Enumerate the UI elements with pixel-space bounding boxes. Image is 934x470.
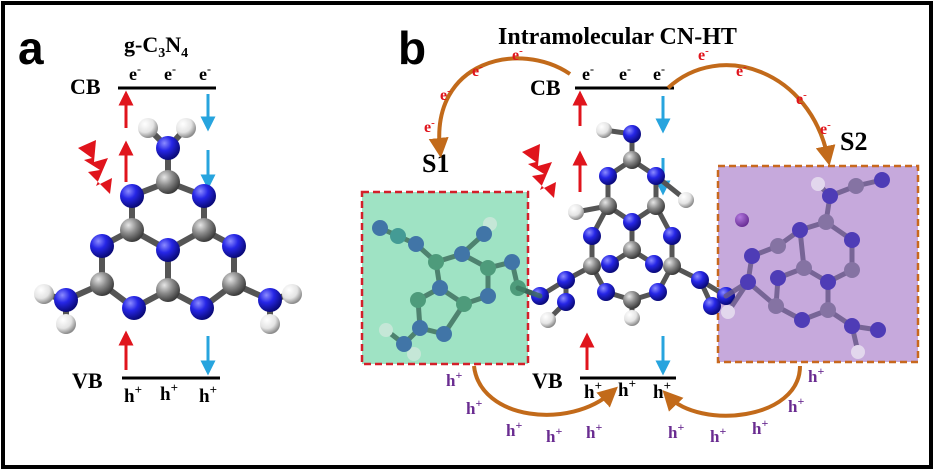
hole-label: h+ xyxy=(546,424,562,446)
hole-label: h+ xyxy=(808,364,824,386)
electron-label: e- xyxy=(698,45,709,64)
holes-from-s1: h+ h+ h+ h+ h+ xyxy=(446,368,602,446)
electron-label: e- xyxy=(582,62,594,84)
panel-b-letter: b xyxy=(398,22,426,74)
hole-label: h+ xyxy=(618,376,636,401)
heptazine-molecule-icon xyxy=(34,118,302,334)
light-flash-icon xyxy=(78,140,112,194)
s2-region xyxy=(716,164,920,364)
holes-from-s2: h+ h+ h+ h+ h+ xyxy=(668,364,824,446)
hole-label: h+ xyxy=(199,382,217,407)
electron-label: e- xyxy=(129,62,141,84)
electron-label: e- xyxy=(440,85,451,104)
electron-label: e- xyxy=(164,62,176,84)
s2-label: S2 xyxy=(840,127,867,156)
electrons-to-s2: e- e- e- e- xyxy=(698,45,831,138)
panel-b: b Intramolecular CN-HT S1 S2 CB e- e- e-… xyxy=(360,22,920,446)
hole-label: h+ xyxy=(710,424,726,446)
electron-label: e- xyxy=(736,61,747,80)
panel-a-excitation-arrows xyxy=(118,90,216,376)
hole-label: h+ xyxy=(506,418,522,440)
panel-a: a g-C3N4 CB e- e- e- VB h+ h+ h+ xyxy=(18,22,302,407)
s2-fragment-icon xyxy=(721,172,890,359)
hole-label: h+ xyxy=(160,380,178,405)
melon-polymer-icon xyxy=(515,122,735,328)
s1-fragment-icon xyxy=(372,217,543,361)
charge-transfer-arrows xyxy=(428,56,836,418)
hole-label: h+ xyxy=(584,378,602,403)
electron-label: e- xyxy=(199,62,211,84)
electrons-to-s1: e- e- e- e- xyxy=(424,45,523,136)
curved-arrow-icon xyxy=(428,56,572,158)
electron-label: e- xyxy=(512,45,523,64)
hole-label: h+ xyxy=(466,396,482,418)
hole-label: h+ xyxy=(788,394,804,416)
hole-label: h+ xyxy=(668,420,684,442)
light-flash-icon xyxy=(522,144,556,198)
s1-label: S1 xyxy=(422,149,449,178)
electron-label: e- xyxy=(820,119,831,138)
panel-a-cb-label: CB xyxy=(70,74,101,99)
panel-a-title: g-C3N4 xyxy=(124,32,188,61)
electron-label: e- xyxy=(424,117,435,136)
panel-a-vb-holes: h+ h+ h+ xyxy=(124,380,217,407)
curved-arrow-icon xyxy=(666,63,836,166)
panel-b-title: Intramolecular CN-HT xyxy=(498,24,737,50)
panel-b-vb-holes: h+ h+ h+ xyxy=(584,376,671,403)
panel-b-cb-electrons: e- e- e- xyxy=(582,62,665,84)
panel-a-letter: a xyxy=(18,22,44,74)
panel-b-cb-label: CB xyxy=(530,75,561,100)
hole-label: h+ xyxy=(124,382,142,407)
electron-label: e- xyxy=(619,62,631,84)
panel-a-vb-label: VB xyxy=(72,368,103,393)
electron-label: e- xyxy=(653,62,665,84)
electron-label: e- xyxy=(796,89,807,108)
curved-arrow-icon xyxy=(662,365,802,418)
hole-label: h+ xyxy=(586,420,602,442)
potassium-ion-icon xyxy=(735,213,749,227)
hole-label: h+ xyxy=(752,416,768,438)
panel-a-cb-electrons: e- e- e- xyxy=(129,62,211,84)
hole-label: h+ xyxy=(446,368,462,390)
hole-label: h+ xyxy=(653,378,671,403)
panel-b-vb-label: VB xyxy=(532,368,563,393)
electron-label: e- xyxy=(472,61,483,80)
curved-arrow-icon xyxy=(472,365,618,417)
